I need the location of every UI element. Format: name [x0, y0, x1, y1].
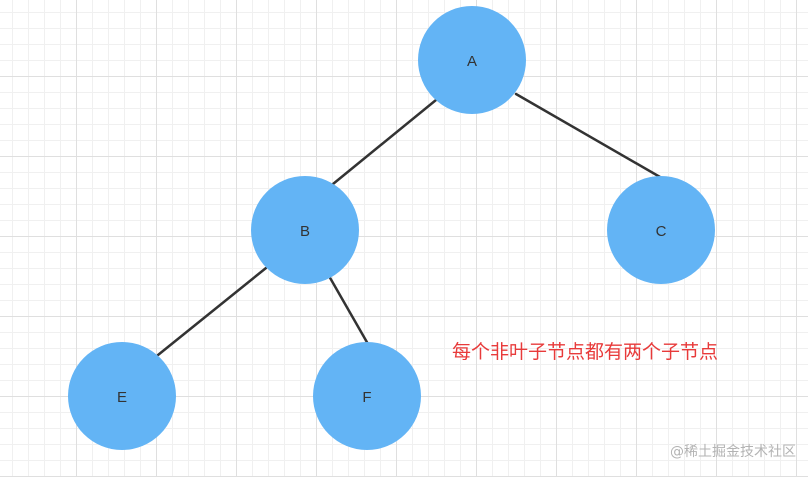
watermark-text: @稀土掘金技术社区 — [670, 444, 796, 460]
node-f: F — [313, 342, 421, 450]
node-a: A — [418, 6, 526, 114]
edge-b-f — [327, 274, 370, 346]
node-f-label: F — [362, 389, 371, 406]
node-e-label: E — [117, 389, 127, 406]
node-a-label: A — [467, 53, 477, 70]
node-c: C — [607, 176, 715, 284]
edge-a-b — [331, 98, 438, 186]
node-b-label: B — [300, 223, 310, 240]
node-c-label: C — [656, 223, 667, 240]
node-b: B — [251, 176, 359, 284]
edges-layer — [156, 92, 662, 357]
annotation-text: 每个非叶子节点都有两个子节点 — [452, 341, 719, 363]
node-e: E — [68, 342, 176, 450]
nodes-layer: A B C E F — [68, 6, 715, 450]
edge-b-e — [156, 266, 268, 357]
edge-a-c — [514, 92, 662, 179]
